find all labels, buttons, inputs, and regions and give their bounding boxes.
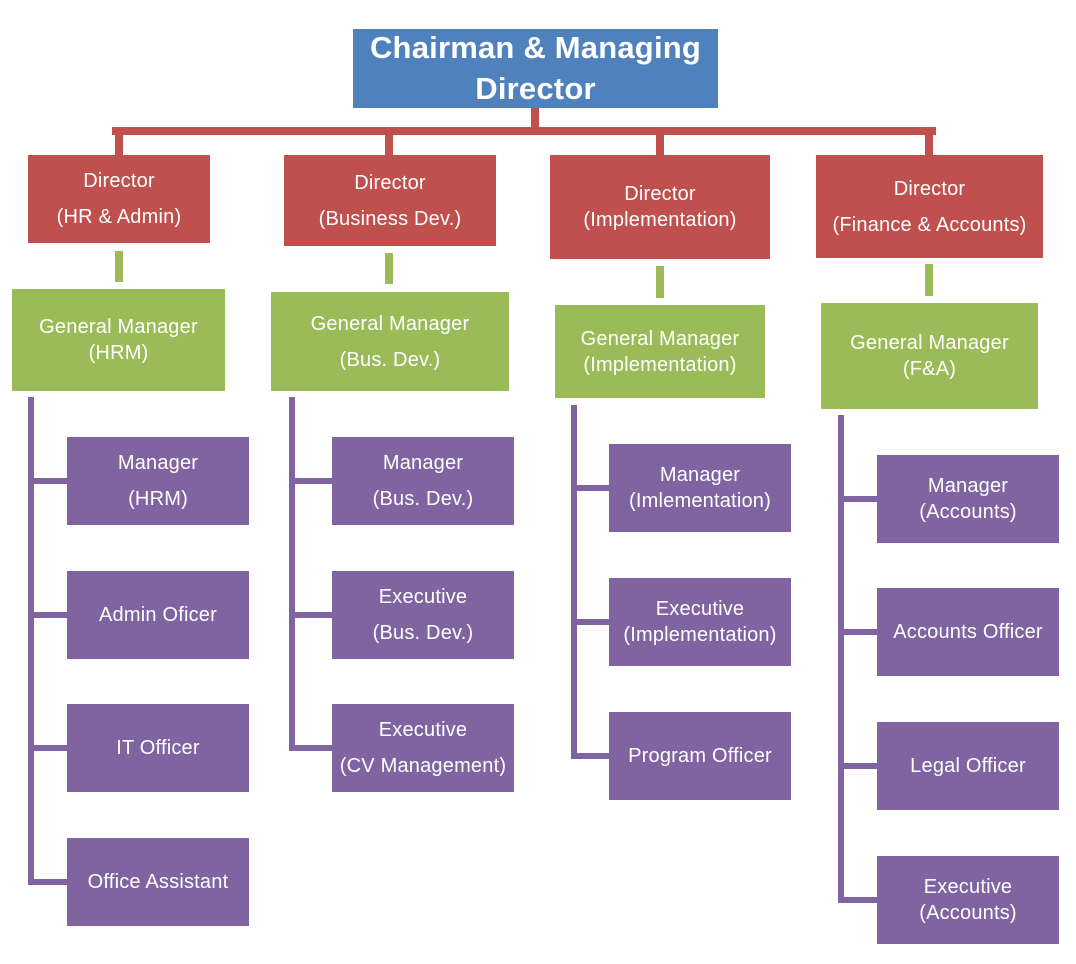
general-manager-box-2: General Manager (Bus. Dev.) xyxy=(271,292,509,391)
staff-branch-line-3-3 xyxy=(571,753,609,759)
staff-box-1-1-line-1: Manager xyxy=(117,452,199,474)
chairman-box: Chairman & Managing Director xyxy=(353,29,718,108)
director-box-2-line-2: (Business Dev.) xyxy=(318,207,462,230)
staff-box-4-4-line-1: Executive xyxy=(923,876,1013,898)
general-manager-box-3: General Manager (Implementation) xyxy=(555,305,765,398)
staff-box-1-3: IT Officer xyxy=(67,704,249,792)
staff-box-2-2-line-2: (Bus. Dev.) xyxy=(372,622,474,644)
director-box-1-line-1: Director xyxy=(83,170,155,192)
staff-box-1-4: Office Assistant xyxy=(67,838,249,926)
gm-stem-line-1 xyxy=(115,251,123,282)
top-bus-line xyxy=(112,127,936,135)
gm-stem-line-2 xyxy=(385,253,393,284)
staff-branch-line-2-1 xyxy=(289,478,332,484)
staff-box-4-1-line-2: (Accounts) xyxy=(919,501,1017,523)
staff-box-3-2: Executive (Implementation) xyxy=(609,578,791,666)
general-manager-box-3-line-2: (Implementation) xyxy=(583,353,737,376)
staff-box-1-1: Manager (HRM) xyxy=(67,437,249,525)
staff-branch-line-4-1 xyxy=(838,496,877,502)
director-drop-line-4 xyxy=(925,131,933,155)
staff-box-1-3-line-1: IT Officer xyxy=(116,737,200,759)
staff-box-3-2-line-2: (Implementation) xyxy=(623,624,777,646)
staff-box-4-3: Legal Officer xyxy=(877,722,1059,810)
staff-box-4-3-line-1: Legal Officer xyxy=(910,755,1026,777)
staff-branch-line-3-2 xyxy=(571,619,609,625)
general-manager-box-1-line-2: (HRM) xyxy=(88,342,149,364)
general-manager-box-2-line-1: General Manager xyxy=(310,312,470,335)
staff-box-2-3-line-1: Executive xyxy=(378,719,468,741)
staff-spine-line-2 xyxy=(289,397,295,751)
staff-branch-line-1-3 xyxy=(28,745,67,751)
root-stem-line xyxy=(531,108,539,135)
staff-box-4-1-line-1: Manager xyxy=(927,475,1009,497)
staff-box-2-2-line-1: Executive xyxy=(378,586,468,608)
staff-box-1-2: Admin Oficer xyxy=(67,571,249,659)
staff-box-4-1: Manager (Accounts) xyxy=(877,455,1059,543)
staff-box-3-2-line-1: Executive xyxy=(655,598,745,620)
director-box-3: Director (Implementation) xyxy=(550,155,770,259)
staff-box-3-1: Manager (Imlementation) xyxy=(609,444,791,532)
staff-box-2-3-line-2: (CV Management) xyxy=(339,755,507,777)
director-box-3-line-2: (Implementation) xyxy=(583,209,737,231)
general-manager-box-1: General Manager (HRM) xyxy=(12,289,225,391)
staff-box-2-1-line-1: Manager xyxy=(382,452,464,474)
director-drop-line-3 xyxy=(656,131,664,155)
staff-branch-line-4-3 xyxy=(838,763,877,769)
general-manager-box-2-line-2: (Bus. Dev.) xyxy=(339,348,441,371)
director-box-4-line-1: Director xyxy=(893,177,966,200)
general-manager-box-4-line-1: General Manager xyxy=(850,332,1009,354)
staff-box-3-3-line-1: Program Officer xyxy=(628,745,772,767)
director-box-2: Director (Business Dev.) xyxy=(284,155,496,246)
staff-branch-line-4-2 xyxy=(838,629,877,635)
staff-box-1-2-line-1: Admin Oficer xyxy=(99,604,217,626)
gm-stem-line-3 xyxy=(656,266,664,298)
director-box-1-line-2: (HR & Admin) xyxy=(56,206,182,228)
general-manager-box-1-line-1: General Manager xyxy=(39,316,198,338)
general-manager-box-4: General Manager (F&A) xyxy=(821,303,1038,409)
staff-box-2-1: Manager (Bus. Dev.) xyxy=(332,437,514,525)
director-box-4-line-2: (Finance & Accounts) xyxy=(832,213,1027,236)
staff-box-2-3: Executive (CV Management) xyxy=(332,704,514,792)
general-manager-box-3-line-1: General Manager xyxy=(580,327,740,350)
chairman-title-line-2: Director xyxy=(475,70,596,106)
staff-box-4-2: Accounts Officer xyxy=(877,588,1059,676)
chairman-title-line-1: Chairman & Managing xyxy=(369,29,702,65)
general-manager-box-4-line-2: (F&A) xyxy=(902,358,957,380)
staff-box-4-4-line-2: (Accounts) xyxy=(919,902,1017,924)
staff-box-1-1-line-2: (HRM) xyxy=(128,488,188,510)
staff-box-4-4: Executive (Accounts) xyxy=(877,856,1059,944)
staff-branch-line-1-4 xyxy=(28,879,67,885)
staff-spine-line-4 xyxy=(838,415,844,903)
staff-branch-line-1-1 xyxy=(28,478,67,484)
staff-box-3-1-line-1: Manager xyxy=(659,464,741,486)
staff-branch-line-2-2 xyxy=(289,612,332,618)
director-box-4: Director (Finance & Accounts) xyxy=(816,155,1043,258)
staff-box-2-2: Executive (Bus. Dev.) xyxy=(332,571,514,659)
director-drop-line-2 xyxy=(385,131,393,155)
staff-branch-line-4-4 xyxy=(838,897,877,903)
director-box-2-line-1: Director xyxy=(354,171,426,194)
staff-box-3-3: Program Officer xyxy=(609,712,791,800)
staff-box-3-1-line-2: (Imlementation) xyxy=(629,490,771,512)
director-box-1: Director (HR & Admin) xyxy=(28,155,210,243)
director-drop-line-1 xyxy=(115,131,123,155)
staff-branch-line-2-3 xyxy=(289,745,332,751)
director-box-3-line-1: Director xyxy=(624,183,696,205)
staff-spine-line-3 xyxy=(571,405,577,759)
staff-box-2-1-line-2: (Bus. Dev.) xyxy=(372,488,474,510)
staff-box-4-2-line-1: Accounts Officer xyxy=(893,621,1043,643)
staff-branch-line-3-1 xyxy=(571,485,609,491)
gm-stem-line-4 xyxy=(925,264,933,296)
staff-box-1-4-line-1: Office Assistant xyxy=(87,871,229,893)
staff-spine-line-1 xyxy=(28,397,34,885)
staff-branch-line-1-2 xyxy=(28,612,67,618)
